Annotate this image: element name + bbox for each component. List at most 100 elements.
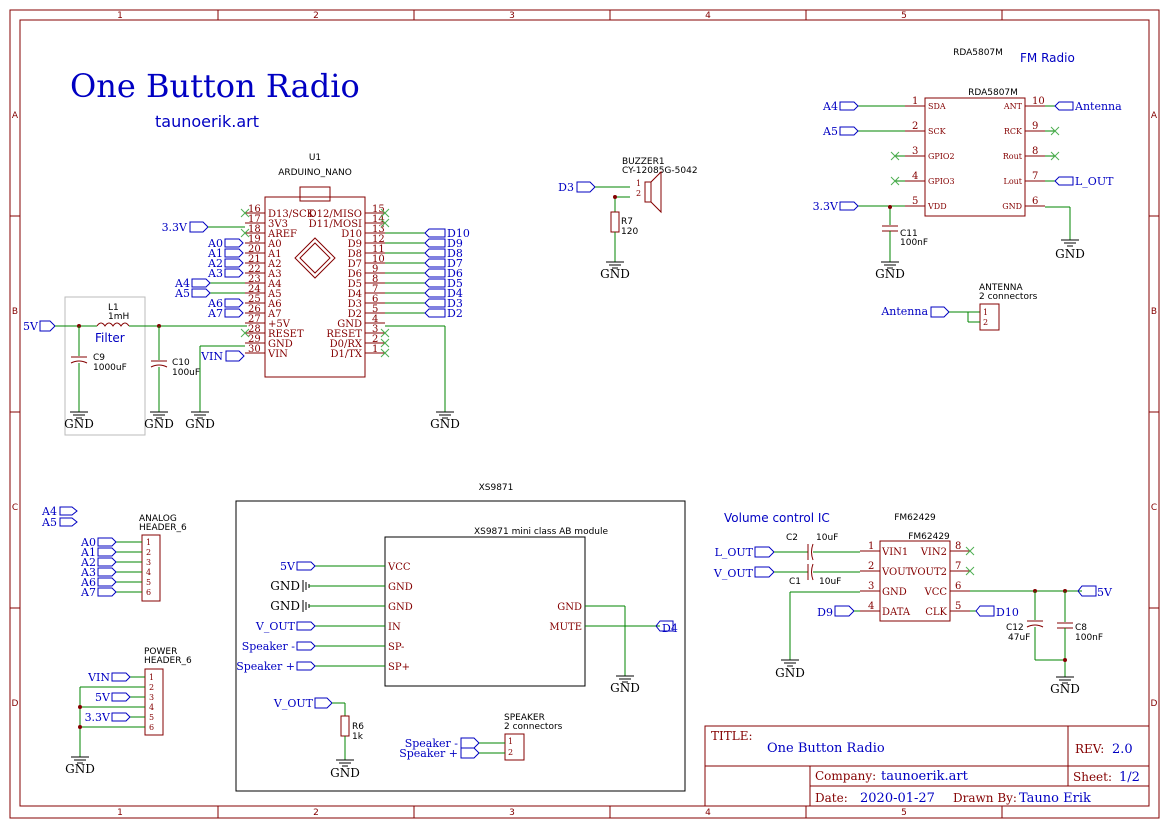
frame-col-label: 5	[901, 808, 907, 818]
frame-row-label: B	[12, 307, 18, 317]
pin-name: D6	[348, 269, 362, 280]
net-label-d4: D4	[447, 287, 463, 300]
frame-row-label: B	[1151, 307, 1157, 317]
pin-name: D5	[348, 279, 362, 290]
pin-number: 5	[372, 304, 378, 315]
pin-number: 6	[146, 588, 151, 597]
pin-name: Lout	[1004, 177, 1023, 186]
net-label-d6: D6	[447, 267, 463, 280]
net-flag-icon	[59, 506, 78, 516]
drawn-value: Tauno Erik	[1019, 791, 1091, 806]
net-flag-icon	[191, 288, 211, 298]
pin-name: RESET	[326, 329, 362, 340]
pin-name: VOUT2	[909, 567, 947, 578]
pin-number: 19	[248, 234, 261, 245]
net-flag-icon	[97, 567, 117, 577]
c10-ref: C10	[172, 358, 190, 368]
antenna-pin2: 2	[983, 318, 988, 327]
no-connect-icon	[380, 208, 390, 218]
frame-col-label: 4	[705, 808, 711, 818]
pin-name: GPIO2	[928, 152, 955, 161]
pin-number: 24	[248, 284, 261, 295]
net-flag-icon	[97, 577, 117, 587]
ground-icon	[616, 675, 634, 683]
title-block: TITLE: One Button Radio REV: 2.0 Company…	[704, 725, 1150, 807]
net-flag-icon	[839, 126, 859, 136]
net-flag-icon	[975, 605, 995, 617]
net-flag-icon	[576, 181, 596, 193]
net-label-a2: A2	[207, 257, 223, 270]
u1-ref: U1	[309, 153, 321, 163]
capacitor-icon	[811, 563, 814, 581]
pin-name: Rout	[1003, 152, 1023, 161]
c8-ref: C8	[1075, 623, 1087, 633]
gnd-label: GND	[875, 267, 905, 281]
pin-number: 28	[248, 324, 261, 335]
net-flag-icon	[224, 238, 244, 248]
net-flag-icon	[97, 537, 117, 547]
pin-number: 15	[372, 204, 385, 215]
amplifier-section: XS9871 XS9871 mini class AB module VCC5V…	[235, 483, 686, 792]
net-label-vout: V_OUT	[713, 567, 754, 580]
no-connect-icon	[240, 228, 250, 238]
net-flag-icon	[224, 298, 244, 308]
net-label-speaker-minus: Speaker -	[405, 737, 459, 750]
net-label-amp: Speaker +	[236, 660, 295, 673]
pin-number: 21	[248, 254, 261, 265]
c9-value: 1000uF	[93, 363, 127, 373]
pin-name: 3V3	[268, 219, 288, 230]
pin-name: VIN1	[881, 547, 908, 558]
pin-number: 7	[955, 561, 961, 572]
date-value: 2020-01-27	[860, 791, 935, 806]
frame-col-label: 2	[313, 808, 319, 818]
gnd-label: GND	[270, 579, 300, 593]
speaker-pin1: 1	[508, 737, 513, 746]
net-label-analog: A3	[80, 566, 96, 579]
pin-name: SDA	[928, 102, 946, 111]
net-label-a6: A6	[207, 297, 223, 310]
c12-value: 47uF	[1008, 633, 1030, 643]
c2-value: 10uF	[816, 533, 838, 543]
chip-icon	[294, 237, 336, 279]
pin-number: 14	[372, 214, 385, 225]
pin-name: D2	[348, 309, 362, 320]
resistor-icon	[340, 715, 350, 737]
frame-col-label: 4	[705, 11, 711, 21]
net-label-a5: A5	[174, 287, 190, 300]
net-flag-icon	[460, 747, 480, 759]
analog-header-ref: ANALOG	[139, 514, 177, 524]
pin-number: 10	[372, 254, 385, 265]
resistor-icon	[610, 211, 620, 233]
net-flag-icon	[839, 101, 859, 111]
pin-name: D4	[348, 289, 362, 300]
no-connect-icon	[380, 328, 390, 338]
ground-icon	[606, 261, 624, 269]
net-label-vin: VIN	[200, 350, 223, 363]
pin-name: +5V	[268, 319, 291, 330]
ground-icon	[1061, 239, 1079, 247]
pin-name: D11/MOSI	[309, 219, 362, 230]
net-flag-icon	[296, 621, 316, 631]
pin-name: D10	[341, 229, 362, 240]
pin-number: 2	[912, 121, 918, 132]
frame-col-label: 5	[901, 11, 907, 21]
net-flag-icon	[224, 258, 244, 268]
pin-name: VIN	[267, 349, 288, 360]
buzzer-ref: BUZZER1	[622, 157, 665, 167]
buzzer-pin1: 1	[636, 179, 641, 188]
net-label-power: VIN	[87, 671, 110, 684]
pin-number: 18	[248, 224, 261, 235]
power-header-ref: POWER	[144, 647, 177, 657]
pin-number: 3	[146, 558, 151, 567]
amp-pin-name: VCC	[387, 562, 411, 573]
pin-number: 16	[248, 204, 261, 215]
title-label: TITLE:	[711, 729, 753, 743]
net-label-5v: 5V	[23, 320, 39, 333]
pin-number: 6	[372, 294, 378, 305]
net-flag-icon	[191, 278, 211, 288]
amp-pin-name: GND	[388, 582, 413, 593]
pin-name: SCK	[928, 127, 947, 136]
